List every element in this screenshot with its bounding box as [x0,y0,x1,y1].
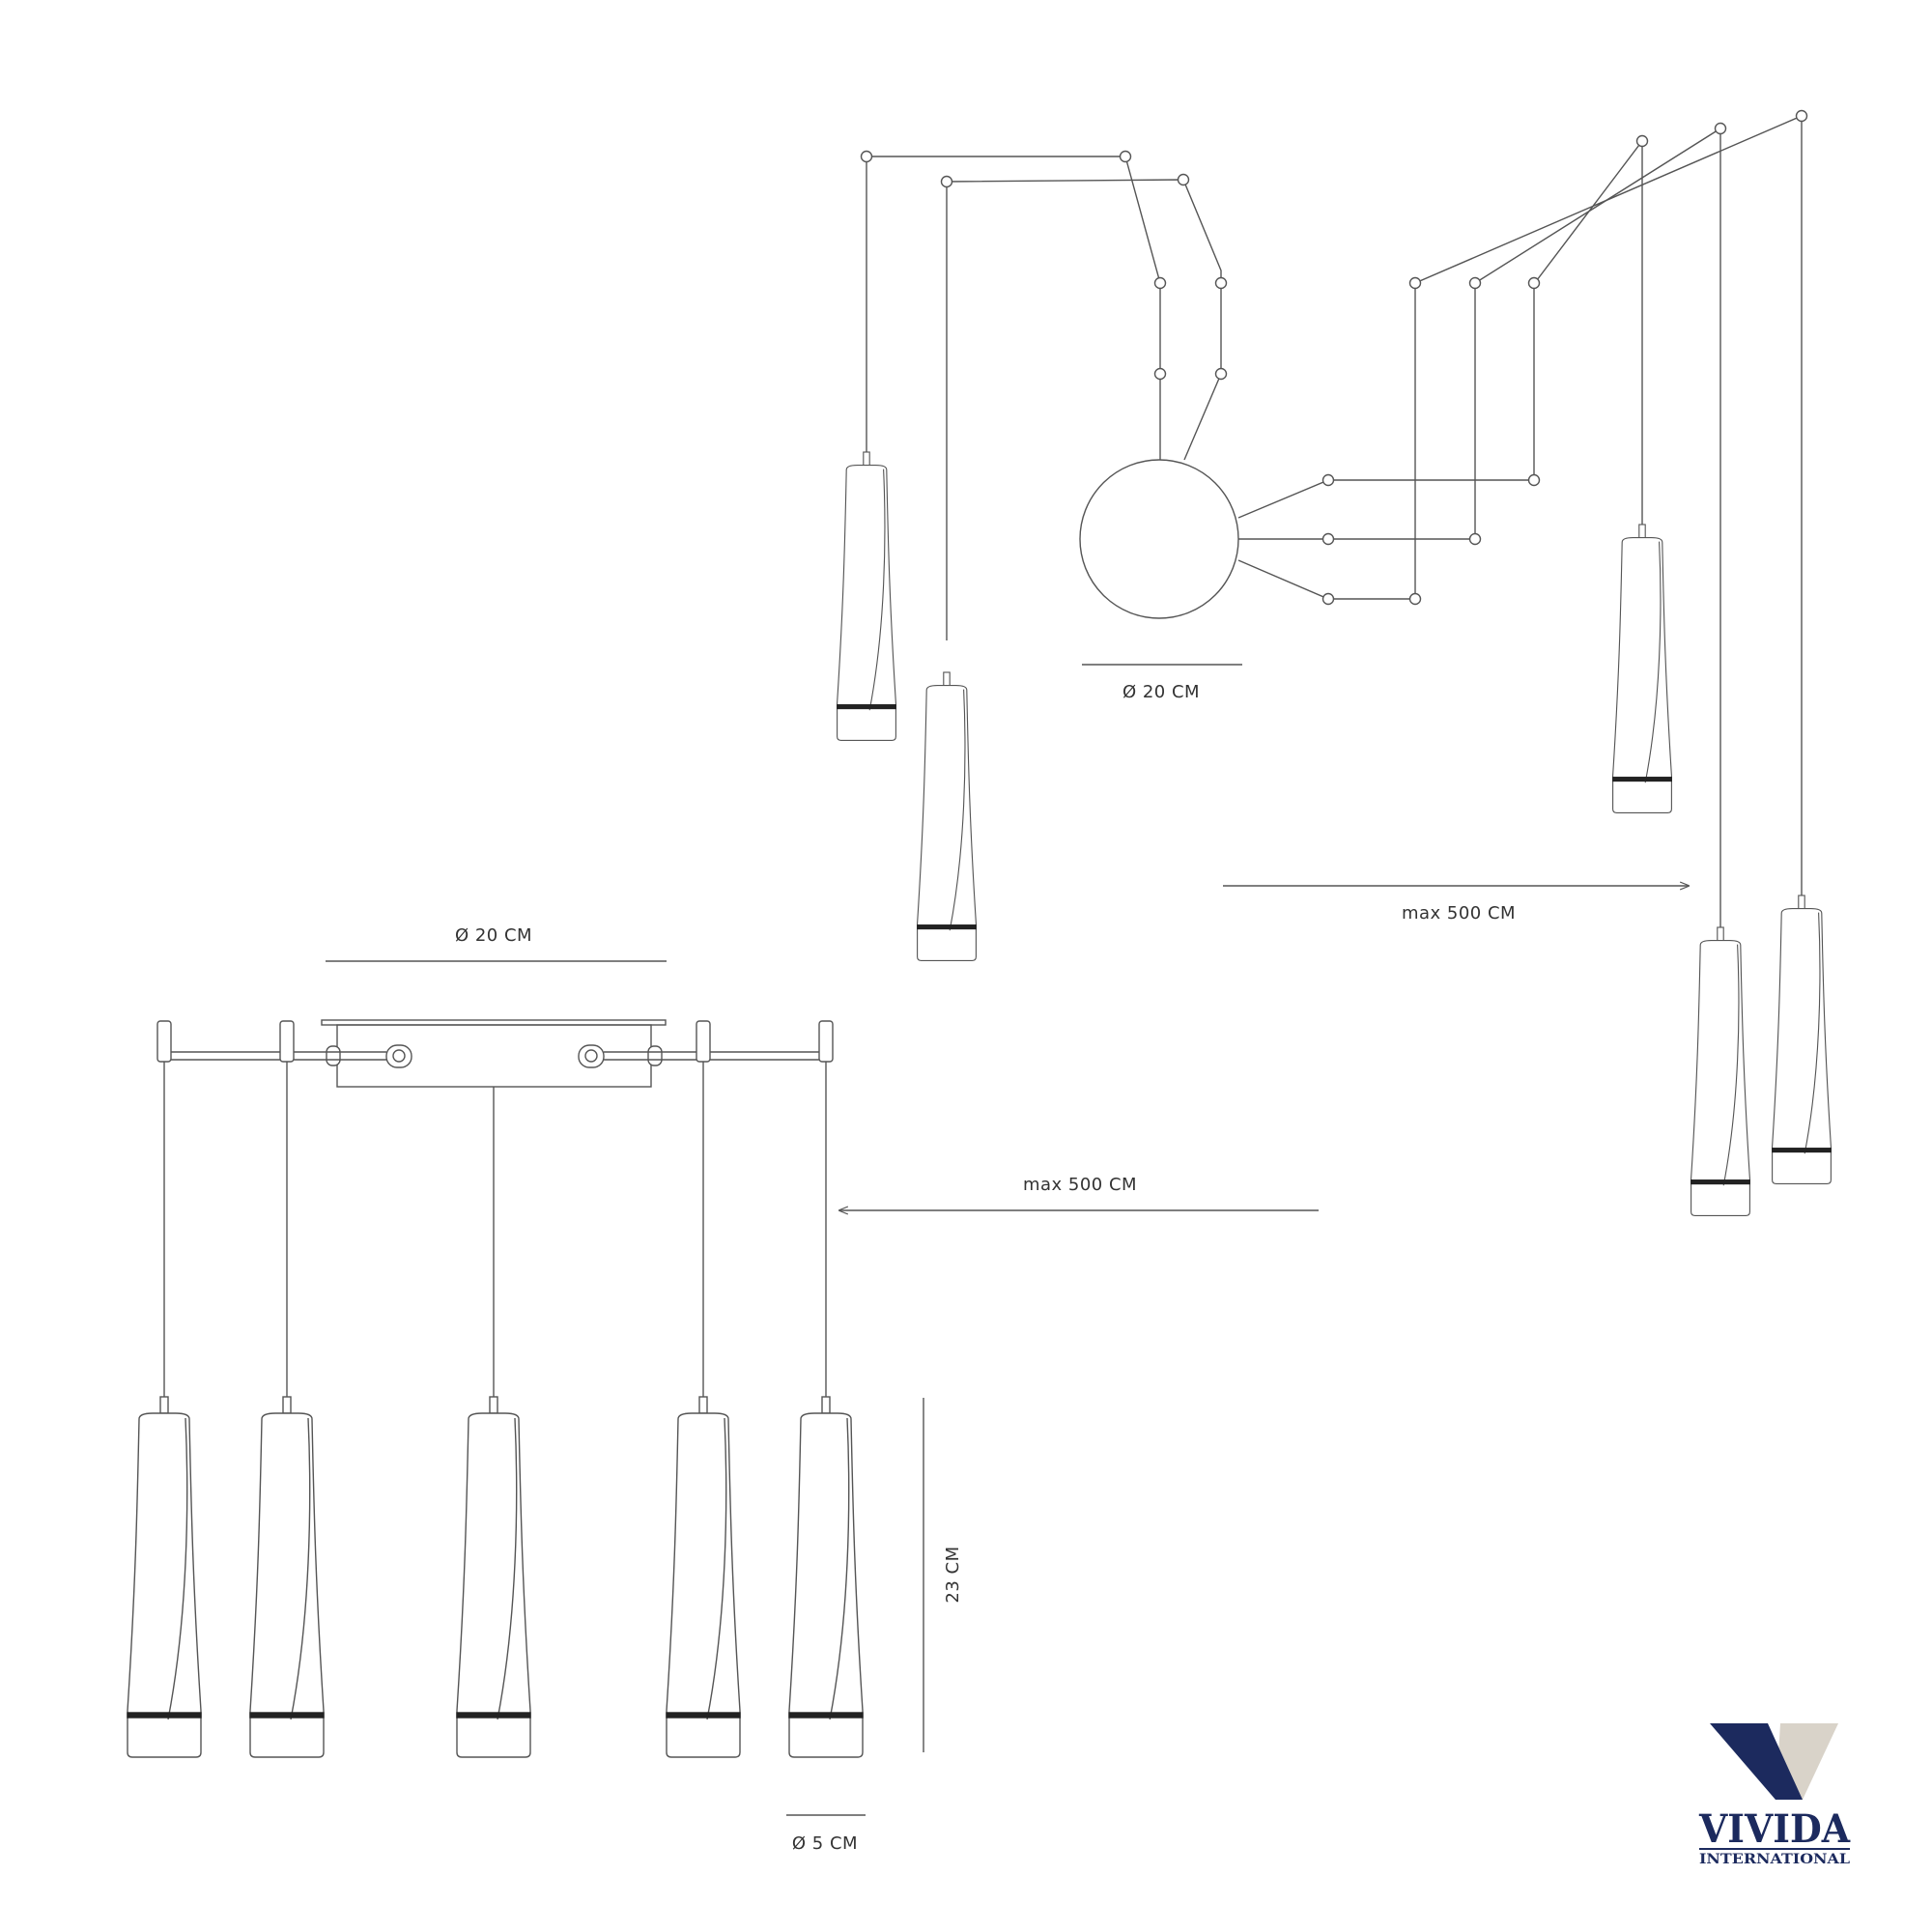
pendant-shade [127,1396,202,1758]
cable-route-4 [1238,127,1721,932]
pendant-shade [788,1396,864,1758]
dimension-label-canopy-bottom: Ø 20 CM [455,925,532,946]
spider-configuration-view [837,109,1832,1216]
dimension-label-cable-bottom: max 500 CM [1023,1175,1137,1195]
extension-arms [156,1020,834,1063]
pendant-shade [666,1396,741,1758]
cable-route-2 [946,179,1222,640]
linear-configuration-view [127,960,1319,1816]
pendant-shade [1612,524,1672,813]
pendant-shade [1690,926,1750,1216]
dimension-label-cable-top: max 500 CM [1402,903,1516,923]
hanging-cables [163,1062,827,1399]
round-canopy [1079,459,1239,619]
pendant-shade [456,1396,531,1758]
cable-route-5 [1237,114,1803,898]
dimension-label-shade-height: 23 CM [943,1546,963,1603]
logo-divider [1699,1848,1850,1850]
cable-route-1 [866,156,1161,469]
pendant-shade [249,1396,325,1758]
logo-subtitle: INTERNATIONAL [1699,1852,1850,1867]
dimension-label-shade-diameter: Ø 5 CM [792,1833,858,1854]
pendant-shades-spider [837,451,1832,1216]
pendant-shade [1772,895,1832,1184]
pendant-shades-linear [127,1396,864,1758]
logo-wordmark: VIVIDA [1698,1806,1851,1852]
cable-joint-nodes [860,109,1808,606]
rectangular-canopy [321,1019,667,1088]
logo-emblem-navy [1710,1723,1803,1800]
pendant-shade [917,671,977,961]
pendant-shade [837,451,896,741]
vivida-logo: VIVIDA INTERNATIONAL [1698,1723,1851,1867]
cable-route-3 [1237,138,1643,537]
dimension-label-canopy-top: Ø 20 CM [1122,682,1200,702]
